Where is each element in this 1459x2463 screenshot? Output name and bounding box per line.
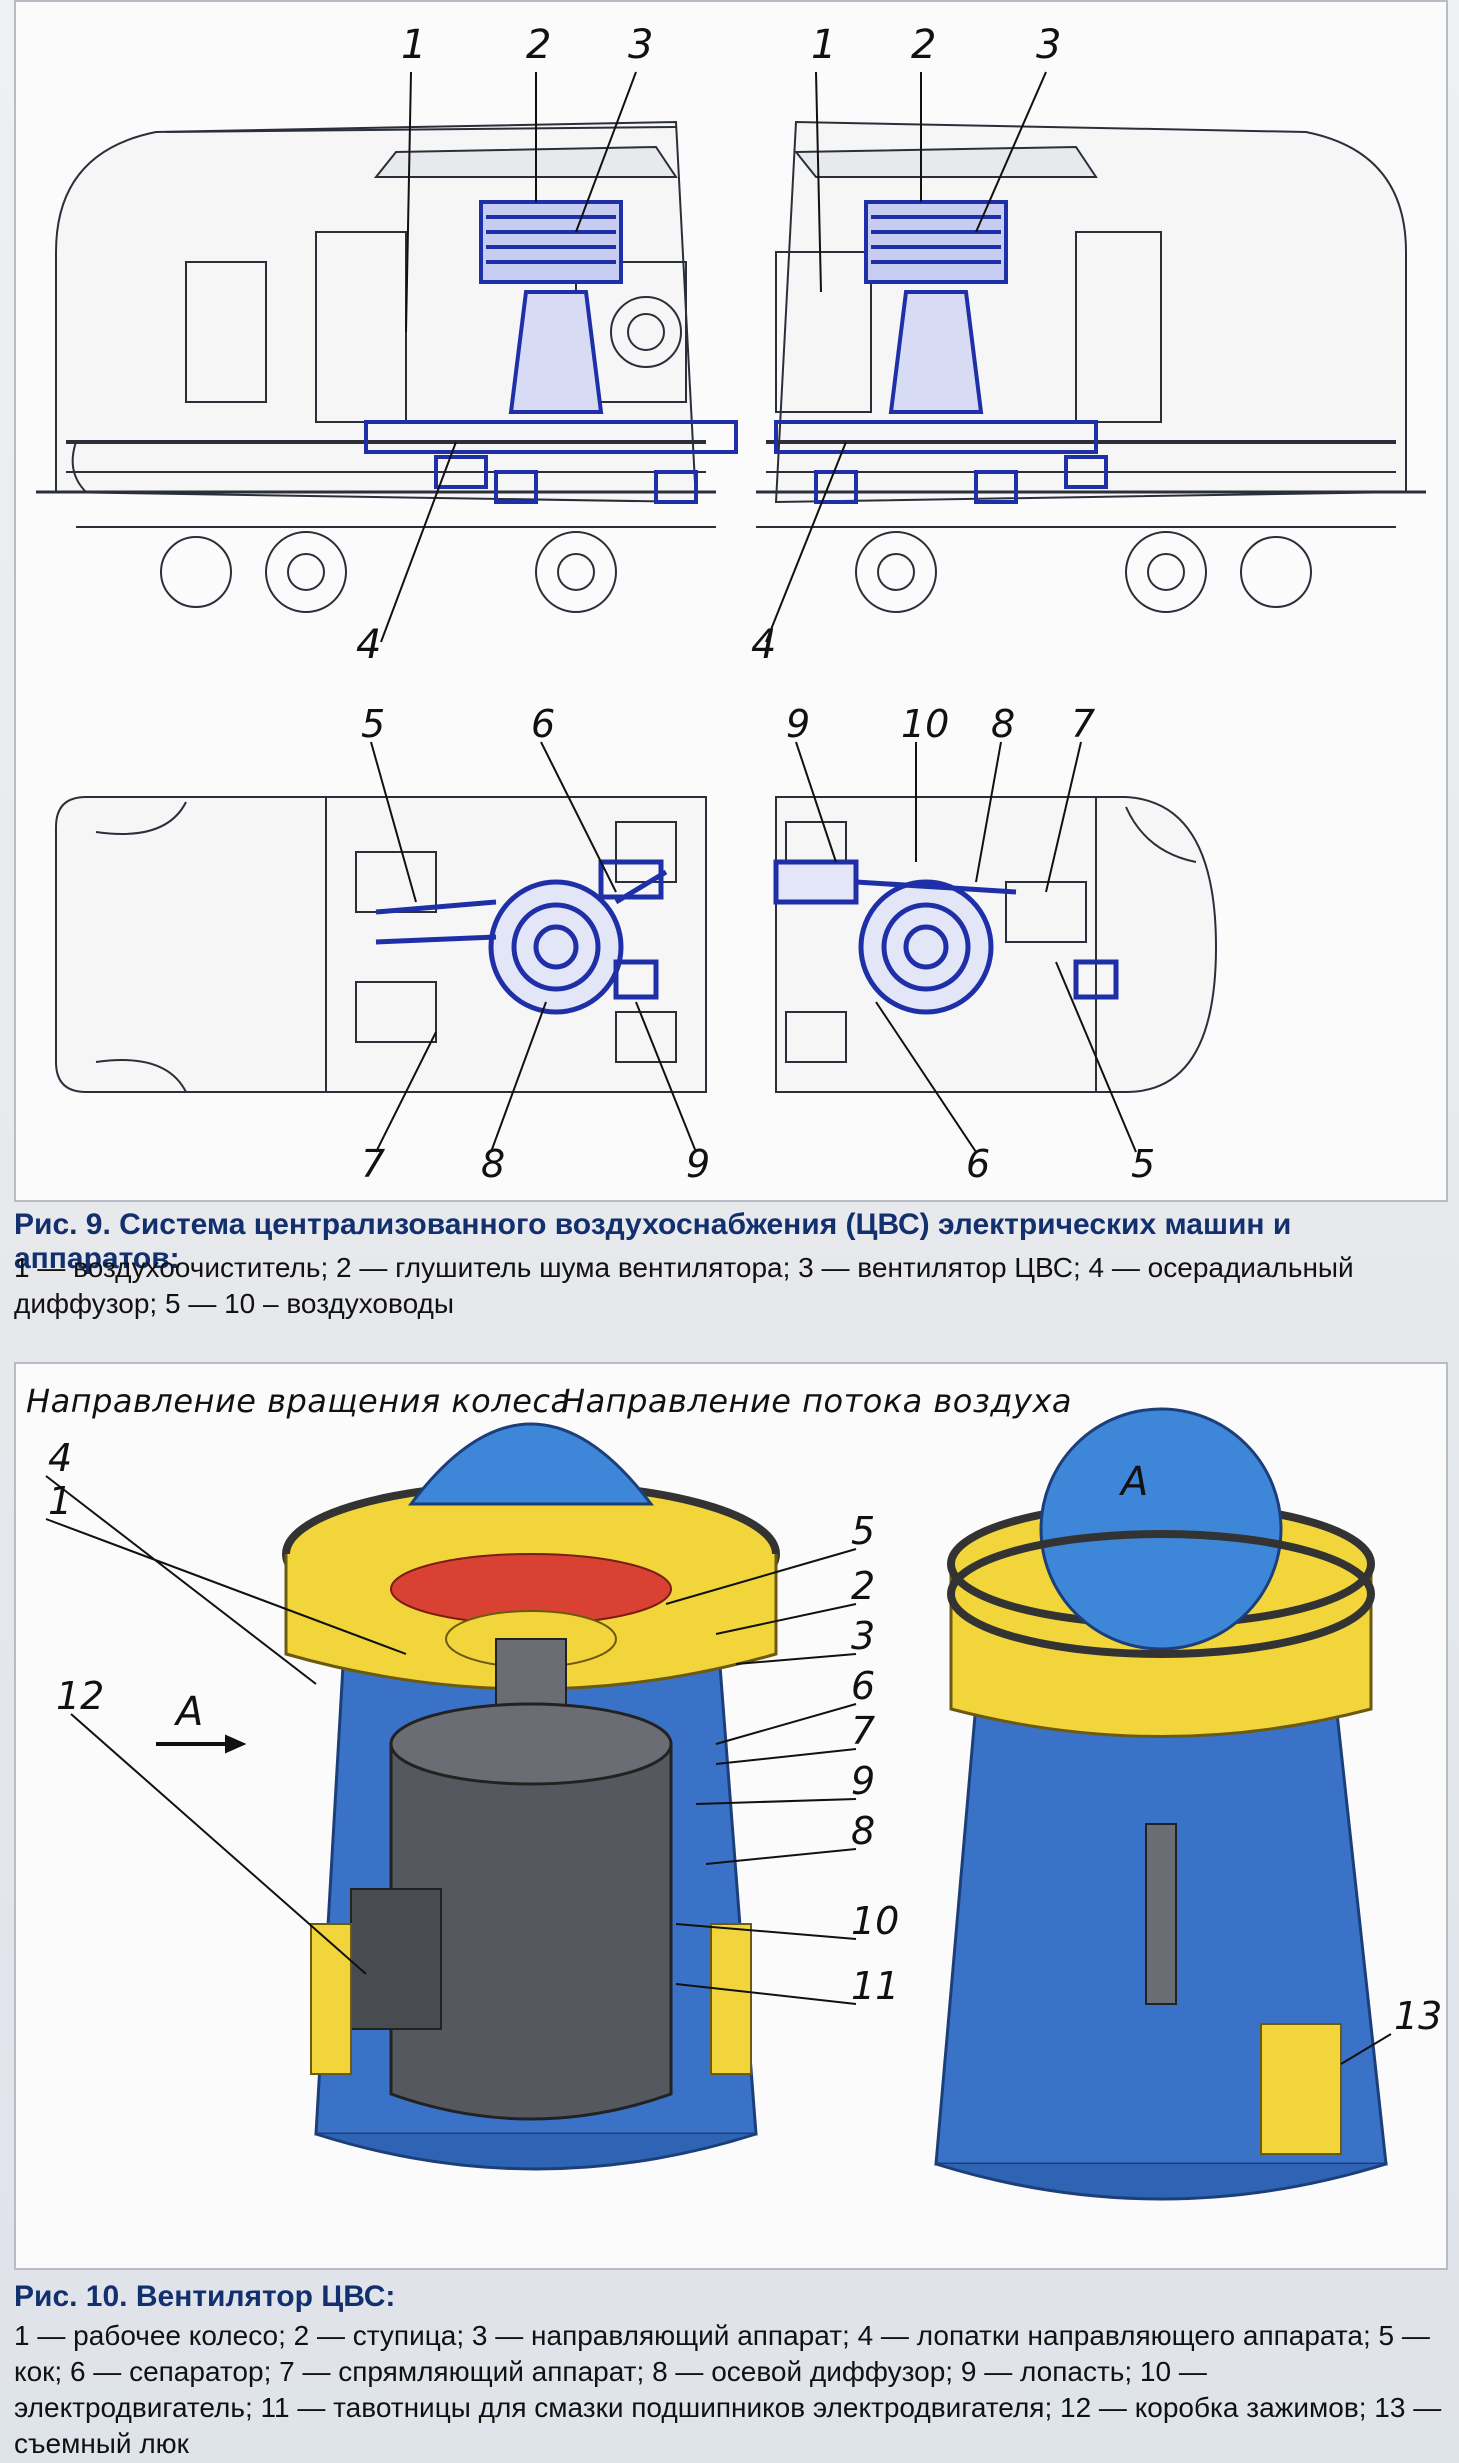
callout-8-plan-left: 8 [481,1142,506,1186]
callout-1-right: 1 [811,22,837,68]
callout-7-plan-right: 7 [1071,702,1096,746]
callout-3-fan: 3 [851,1614,876,1658]
callout-4-right: 4 [751,622,777,668]
figure-9-svg [36,71,1426,1153]
callout-3-left: 3 [628,22,654,68]
direction-flow-label: Направление потока воздуха [561,1382,1072,1420]
direction-rotation-label: Направление вращения колеса [26,1382,571,1420]
figure-9-drawing: 1 2 3 1 2 3 4 4 5 6 9 10 8 7 7 8 9 6 5 [14,0,1448,1202]
callout-3-right: 3 [1036,22,1062,68]
leader-lines-bottom [370,741,1137,1153]
figure-9-caption-title: Рис. 9. Система централизованного воздух… [14,1208,1292,1275]
callout-4-left: 4 [356,622,382,668]
callout-6-plan-left: 6 [531,702,556,746]
callout-10-fan: 10 [851,1899,900,1943]
callout-2-right: 2 [911,22,937,68]
callout-12-fan: 12 [56,1674,105,1718]
callout-9-plan-left: 9 [686,1142,711,1186]
locomotive-plan-left [55,796,707,1093]
figure-10-drawing: Направление вращения колеса Направление … [14,1362,1448,2270]
leader-lines-fig10 [45,1475,1392,2065]
callout-8-fan: 8 [851,1809,876,1853]
callout-4-fan: 4 [48,1436,73,1480]
fan-external-right [934,1407,1388,2201]
callout-5-plan-left: 5 [361,702,386,746]
leader-lines-top [380,71,1047,643]
callout-13-fan: 13 [1394,1994,1443,2038]
callout-1-fan: 1 [48,1479,73,1523]
callout-6-plan-right: 6 [966,1142,991,1186]
callout-2-left: 2 [526,22,552,68]
callout-5-fan: 5 [851,1509,876,1553]
locomotive-side-right [756,120,1426,613]
figure-10-caption-text: 1 — рабочее колесо; 2 — ступица; 3 — нап… [14,2320,1442,2459]
callout-8-plan-right: 8 [991,702,1016,746]
callout-5-plan-right: 5 [1131,1142,1156,1186]
figure-10-caption-title: Рис. 10. Вентилятор ЦВС: [14,2280,396,2313]
callout-7-plan-left: 7 [361,1142,386,1186]
view-label-a-left: А [176,1689,204,1735]
fan-cutaway-left [282,1422,780,2171]
view-label-a-right: А [1121,1459,1149,1505]
callout-2-fan: 2 [851,1564,876,1608]
callout-9-fan: 9 [851,1759,876,1803]
figure-9-caption-text: 1 — воздухоочиститель; 2 — глушитель шум… [14,1252,1354,1319]
locomotive-plan-right [775,796,1218,1093]
locomotive-side-left [36,120,716,613]
air-ducts-plan-left [375,859,668,1015]
callout-1-left: 1 [401,22,427,68]
callout-6-fan: 6 [851,1664,876,1708]
air-system-left [364,200,738,504]
callout-9-plan-right: 9 [786,702,811,746]
air-ducts-plan-right [773,859,1119,1015]
callout-7-fan: 7 [851,1709,876,1753]
figure-10-svg [45,1407,1392,2201]
callout-11-fan: 11 [851,1964,900,2008]
callout-10-plan-right: 10 [901,702,950,746]
